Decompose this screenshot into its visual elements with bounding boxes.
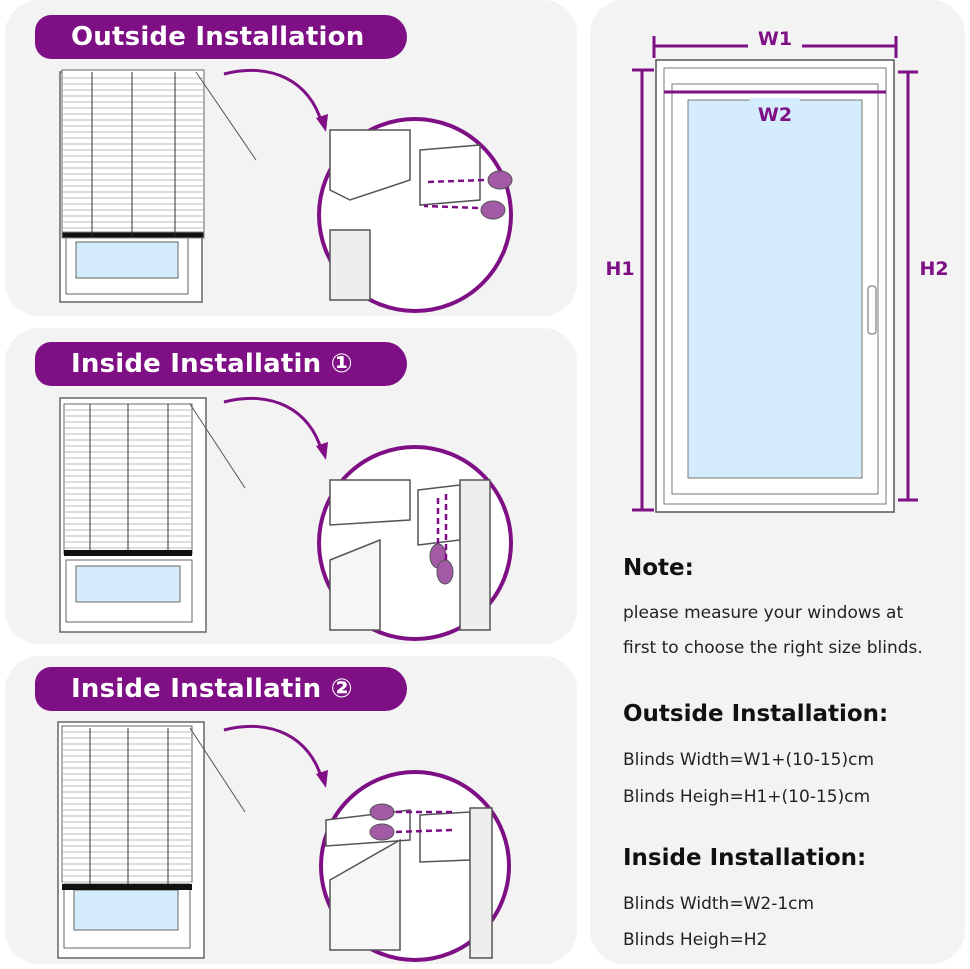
inside-width: Blinds Width=W2-1cm xyxy=(623,894,815,914)
section-title-outside: Outside Installation xyxy=(35,15,407,59)
inside-height: Blinds Heigh=H2 xyxy=(623,930,768,950)
arrow-icon xyxy=(223,68,324,125)
arrow-icon xyxy=(223,724,324,781)
arrow-icon xyxy=(223,396,324,453)
label-w1: W1 xyxy=(758,28,792,50)
section-title-inside-1: Inside Installatin ① xyxy=(35,342,407,386)
note-line-2: first to choose the right size blinds. xyxy=(623,638,923,658)
label-h2: H2 xyxy=(919,258,948,280)
blind-icon xyxy=(63,731,191,883)
bracket-icon xyxy=(329,129,481,301)
section-title-inside-2: Inside Installatin ② xyxy=(35,667,407,711)
note-line-1: please measure your windows at xyxy=(623,603,904,623)
screw-icon xyxy=(369,803,395,841)
inside-heading: Inside Installation: xyxy=(623,845,867,871)
screw-icon xyxy=(480,170,513,220)
label-h1: H1 xyxy=(605,258,634,280)
label-w2: W2 xyxy=(758,104,792,126)
window-icon xyxy=(655,59,895,513)
blind-icon xyxy=(61,69,257,239)
outside-heading: Outside Installation: xyxy=(623,701,889,727)
note-heading: Note: xyxy=(623,555,694,581)
outside-height: Blinds Heigh=H1+(10-15)cm xyxy=(623,787,871,807)
outside-width: Blinds Width=W1+(10-15)cm xyxy=(623,750,875,770)
